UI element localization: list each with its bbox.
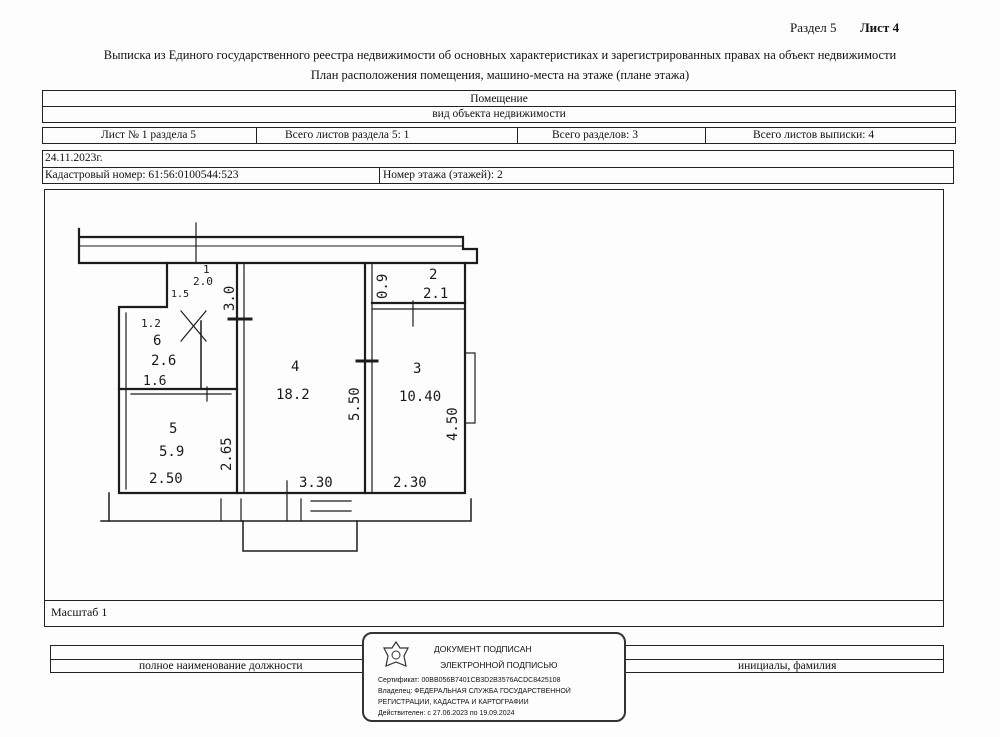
floor-number: Номер этажа (этажей): 2 xyxy=(383,169,503,181)
object-caption: вид объекта недвижимости xyxy=(432,108,566,120)
room-2-number: 2 xyxy=(429,267,437,283)
balcony-outline xyxy=(108,492,472,522)
initials-caption: инициалы, фамилия xyxy=(738,660,837,672)
extract-date: 24.11.2023г. xyxy=(45,152,103,164)
document-title: Выписка из Единого государственного реес… xyxy=(103,48,897,62)
sheet-of-section: Лист № 1 раздела 5 xyxy=(101,129,197,141)
plan-subtitle: План расположения помещения, машино-мест… xyxy=(310,68,690,82)
dim-550: 5.50 xyxy=(347,387,363,421)
total-sheets-extract: Всего листов выписки: 4 xyxy=(753,129,875,141)
e-signature-stamp: ДОКУМЕНТ ПОДПИСАН ЭЛЕКТРОННОЙ ПОДПИСЬЮ С… xyxy=(362,632,626,722)
object-name: Помещение xyxy=(470,93,528,105)
stamp-esign-text: ЭЛЕКТРОННОЙ ПОДПИСЬЮ xyxy=(440,660,558,670)
divider xyxy=(45,600,943,601)
corridor-cross xyxy=(180,310,207,342)
dim-450: 4.50 xyxy=(445,407,461,441)
dim-30: 3.0 xyxy=(222,286,238,311)
cadastral-number: Кадастровый номер: 61:56:0100544:523 xyxy=(45,169,239,181)
dim-16: 1.6 xyxy=(143,374,166,389)
sheet-number: Лист 4 xyxy=(860,20,900,35)
divider xyxy=(43,167,953,168)
dim-09: 0.9 xyxy=(375,274,391,299)
dim-12: 1.2 xyxy=(141,317,161,330)
divider xyxy=(379,167,380,183)
position-caption: полное наименование должности xyxy=(139,660,303,672)
apartment-outline xyxy=(117,261,467,495)
room-3-area: 10.40 xyxy=(399,389,441,405)
section-number: Раздел 5 xyxy=(790,20,837,35)
room-5-number: 5 xyxy=(169,421,177,437)
stamp-owner-1: Владелец: ФЕДЕРАЛЬНАЯ СЛУЖБА ГОСУДАРСТВЕ… xyxy=(378,688,571,695)
room-4-number: 4 xyxy=(291,359,299,375)
stamp-certificate: Сертификат: 00BB056B7401CB3D2B3576ACDC84… xyxy=(378,677,561,684)
cadastral-block: 24.11.2023г. Кадастровый номер: 61:56:01… xyxy=(42,150,954,184)
dim-250: 2.50 xyxy=(149,471,183,487)
balcony-extension xyxy=(242,520,358,552)
floor-plan-frame: 4 18.2 3 10.40 5 5.9 6 2.6 2 2.1 1 2.0 3… xyxy=(44,189,944,627)
emblem-icon xyxy=(383,640,409,667)
room-4-area: 18.2 xyxy=(276,387,310,403)
room-5-area: 5.9 xyxy=(159,444,184,460)
total-sheets-section: Всего листов раздела 5: 1 xyxy=(285,129,410,141)
window xyxy=(464,352,476,424)
room-2-area: 2.1 xyxy=(423,286,448,302)
exterior-wall xyxy=(77,227,479,265)
room-1-number: 1 xyxy=(203,263,210,276)
divider xyxy=(43,106,955,107)
object-type-block: Помещение вид объекта недвижимости xyxy=(42,90,956,123)
room-3-number: 3 xyxy=(413,361,421,377)
sheet-info-row: Лист № 1 раздела 5 Всего листов раздела … xyxy=(42,127,956,144)
divider xyxy=(517,128,518,143)
dim-230: 2.30 xyxy=(393,475,427,491)
dim-15: 1.5 xyxy=(171,289,189,300)
room-6-number: 6 xyxy=(153,333,161,349)
divider xyxy=(256,128,257,143)
stamp-owner-2: РЕГИСТРАЦИИ, КАДАСТРА И КАРТОГРАФИИ xyxy=(378,699,529,706)
total-sections: Всего разделов: 3 xyxy=(552,129,638,141)
divider xyxy=(705,128,706,143)
stamp-validity: Действителен: с 27.06.2023 по 19.09.2024 xyxy=(378,710,515,717)
stamp-signed-text: ДОКУМЕНТ ПОДПИСАН xyxy=(434,644,532,654)
floor-plan-drawing: 4 18.2 3 10.40 5 5.9 6 2.6 2 2.1 1 2.0 3… xyxy=(77,222,479,552)
dim-330: 3.30 xyxy=(299,475,333,491)
balcony-details xyxy=(220,480,352,522)
dim-265: 2.65 xyxy=(219,437,235,471)
room-6-area: 2.6 xyxy=(151,353,176,369)
room-1-area: 2.0 xyxy=(193,275,213,288)
scale-label: Масштаб 1 xyxy=(51,605,108,619)
